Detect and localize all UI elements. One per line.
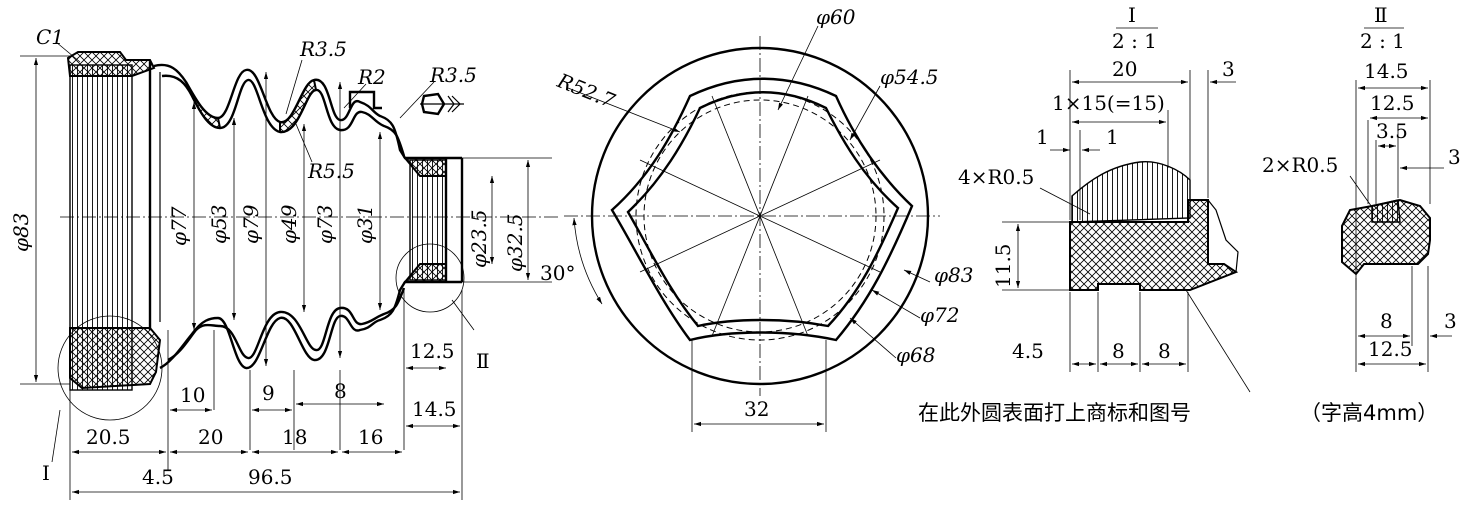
- detail2-d35: 3.5: [1376, 119, 1408, 143]
- label-18: 18: [282, 425, 307, 449]
- label-r527: R52.7: [553, 68, 618, 113]
- label-d31: φ31: [353, 205, 377, 244]
- detail2-b3: 3: [1444, 309, 1457, 333]
- label-d545: φ54.5: [880, 65, 939, 89]
- bellows-lower: [159, 280, 462, 370]
- detail2-d125: 12.5: [1370, 91, 1415, 115]
- detail1-d3: 3: [1222, 57, 1235, 81]
- label-8: 8: [334, 379, 347, 403]
- label-16: 16: [358, 425, 383, 449]
- detail1-h115: 11.5: [991, 243, 1015, 288]
- detail1-knurl-label: 1×15(=15): [1052, 91, 1165, 115]
- left-ring-top-section: [66, 51, 156, 77]
- note-sub: （字高4mm）: [1300, 401, 1438, 425]
- detail1-knurl: [1071, 161, 1191, 223]
- label-r2: R2: [357, 65, 386, 89]
- label-d53: φ53: [207, 205, 231, 244]
- detail2-d3: 3: [1448, 145, 1461, 169]
- label-d68: φ68: [896, 343, 935, 367]
- label-d77: φ77: [167, 206, 191, 246]
- front-view: R52.7 φ60 φ54.5 φ83 φ72 φ68 30° 32: [540, 5, 973, 432]
- logo-mark: [420, 92, 464, 116]
- label-r35a: R3.5: [299, 37, 347, 61]
- label-20: 20: [198, 425, 223, 449]
- detail1-mark: Ⅰ: [1128, 3, 1136, 27]
- note-text: 在此外圆表面打上商标和图号: [918, 401, 1191, 425]
- label-d83: φ83: [9, 213, 33, 252]
- label-d60: φ60: [816, 5, 856, 29]
- detail1-scale: 2 : 1: [1112, 29, 1157, 53]
- detail1-d20: 20: [1112, 57, 1137, 81]
- detail2-b125: 12.5: [1368, 337, 1413, 361]
- detail1-b8b: 8: [1158, 339, 1171, 363]
- detail2-b8: 8: [1380, 309, 1393, 333]
- label-d49: φ49: [277, 204, 301, 244]
- label-45: 4.5: [142, 465, 174, 489]
- bellows-section-top: [185, 81, 222, 130]
- label-d325: φ32.5: [503, 213, 527, 272]
- label-c1: C1: [36, 25, 64, 49]
- detail2-scale: 2 : 1: [1360, 29, 1405, 53]
- label-a30: 30°: [540, 261, 575, 285]
- detail1-d1b: 1: [1106, 125, 1119, 149]
- inner-lobe: [626, 91, 900, 328]
- detail2-radius: 2×R0.5: [1262, 153, 1338, 177]
- label-w32: 32: [744, 397, 769, 421]
- label-10: 10: [180, 383, 205, 407]
- detail-II: Ⅱ 2 : 1 14.5 12.5 3.5 2×R0.5 3 8 3 12.5: [1262, 3, 1461, 372]
- label-d83-front: φ83: [934, 263, 973, 287]
- detail-circle-I: [57, 315, 163, 421]
- label-d235: φ23.5: [467, 209, 491, 268]
- label-965: 96.5: [248, 465, 293, 489]
- detail-circle-II: [395, 243, 465, 313]
- detail1-section: [1069, 199, 1239, 291]
- detail-mark-II: Ⅱ: [476, 349, 490, 373]
- outer-lobe: [610, 77, 914, 342]
- right-hub: [409, 159, 447, 281]
- detail-mark-I: Ⅰ: [42, 461, 50, 485]
- label-205: 20.5: [86, 425, 131, 449]
- detail-I: Ⅰ 2 : 1 20 3 1×15(=15) 1 1 4×R0.5 11.5: [958, 3, 1251, 393]
- detail1-radius: 4×R0.5: [958, 165, 1034, 189]
- label-d72: φ72: [920, 303, 959, 327]
- detail1-b45: 4.5: [1012, 339, 1044, 363]
- label-r55: R5.5: [307, 159, 355, 183]
- label-9: 9: [262, 381, 275, 405]
- label-145: 14.5: [412, 397, 457, 421]
- detail2-d145: 14.5: [1364, 59, 1409, 83]
- label-d79: φ79: [239, 204, 263, 244]
- detail2-mark: Ⅱ: [1374, 3, 1388, 27]
- label-r35b: R3.5: [429, 63, 477, 87]
- label-125: 12.5: [410, 339, 455, 363]
- label-d73: φ73: [313, 205, 337, 244]
- left-ring-bottom-section: [69, 327, 162, 390]
- detail1-b8a: 8: [1112, 339, 1125, 363]
- detail1-d1a: 1: [1036, 125, 1049, 149]
- side-view: C1 R3.5 R2 R3.5 R5.5 φ83 φ77 φ53 φ79 φ49…: [9, 25, 560, 500]
